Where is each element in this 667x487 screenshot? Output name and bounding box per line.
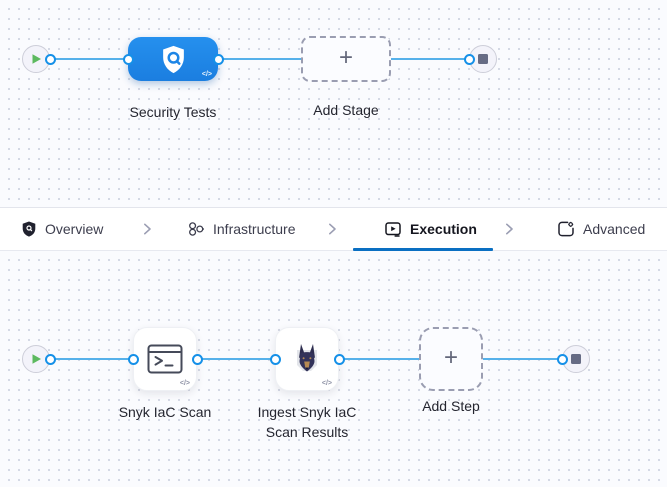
stage-graph-canvas[interactable]: </> + Security Tests Add Stage <box>0 0 667 207</box>
terminal-icon <box>147 344 183 374</box>
step1-out-port[interactable] <box>191 353 203 365</box>
step-node-ingest-snyk-results[interactable]: </> <box>275 327 339 391</box>
tab-advanced-label: Advanced <box>583 221 646 237</box>
yaml-code-badge: </> <box>321 380 332 387</box>
plus-icon: + <box>443 344 458 371</box>
execution-graph-canvas[interactable]: </> </> + Snyk IaC Scan Inge <box>0 251 667 487</box>
play-icon <box>32 354 41 364</box>
tab-overview-label: Overview <box>45 221 104 237</box>
step2-out-port[interactable] <box>333 353 345 365</box>
active-tab-underline <box>353 248 493 251</box>
security-shield-icon <box>162 45 184 73</box>
snyk-dog-icon <box>297 344 317 372</box>
tab-overview[interactable]: Overview <box>22 221 103 237</box>
stage-label: Security Tests <box>129 104 217 120</box>
yaml-code-badge: </> <box>201 71 212 78</box>
step2-in-port[interactable] <box>269 353 281 365</box>
end-in-port[interactable] <box>463 53 475 65</box>
tab-advanced[interactable]: Advanced <box>558 221 645 237</box>
stop-icon <box>478 54 488 64</box>
advanced-icon <box>558 221 574 237</box>
stage-edge-line <box>50 58 469 60</box>
chevron-right-icon <box>505 223 514 236</box>
stage-tabbar: Overview Infrastructure Execution <box>0 207 667 251</box>
stop-icon <box>571 354 581 364</box>
start-out-port[interactable] <box>44 353 56 365</box>
add-step-label: Add Step <box>422 398 480 414</box>
step-node-snyk-iac-scan[interactable]: </> <box>133 327 197 391</box>
yaml-code-badge: </> <box>179 380 190 387</box>
tab-execution[interactable]: Execution <box>385 221 477 237</box>
execution-icon <box>385 221 401 237</box>
end-in-port[interactable] <box>556 353 568 365</box>
stage-in-port[interactable] <box>122 53 134 65</box>
chevron-right-icon <box>143 223 152 236</box>
tab-execution-label: Execution <box>410 221 477 237</box>
tab-infrastructure[interactable]: Infrastructure <box>188 221 295 237</box>
stage-out-port[interactable] <box>212 53 224 65</box>
stage-node-security-tests[interactable]: </> <box>128 37 218 81</box>
add-stage-button[interactable]: + <box>301 36 391 82</box>
step1-label: Snyk IaC Scan <box>118 404 212 420</box>
add-stage-label: Add Stage <box>313 102 379 118</box>
step2-label: Ingest Snyk IaC Scan Results <box>257 404 357 441</box>
start-out-port[interactable] <box>44 53 56 65</box>
infrastructure-icon <box>189 222 204 236</box>
tab-infrastructure-label: Infrastructure <box>213 221 296 237</box>
add-step-button[interactable]: + <box>419 327 483 391</box>
step1-in-port[interactable] <box>127 353 139 365</box>
pipeline-end-node <box>469 45 497 73</box>
play-icon <box>32 54 41 64</box>
chevron-right-icon <box>328 223 337 236</box>
plus-icon: + <box>338 44 353 71</box>
shield-icon <box>22 221 36 237</box>
